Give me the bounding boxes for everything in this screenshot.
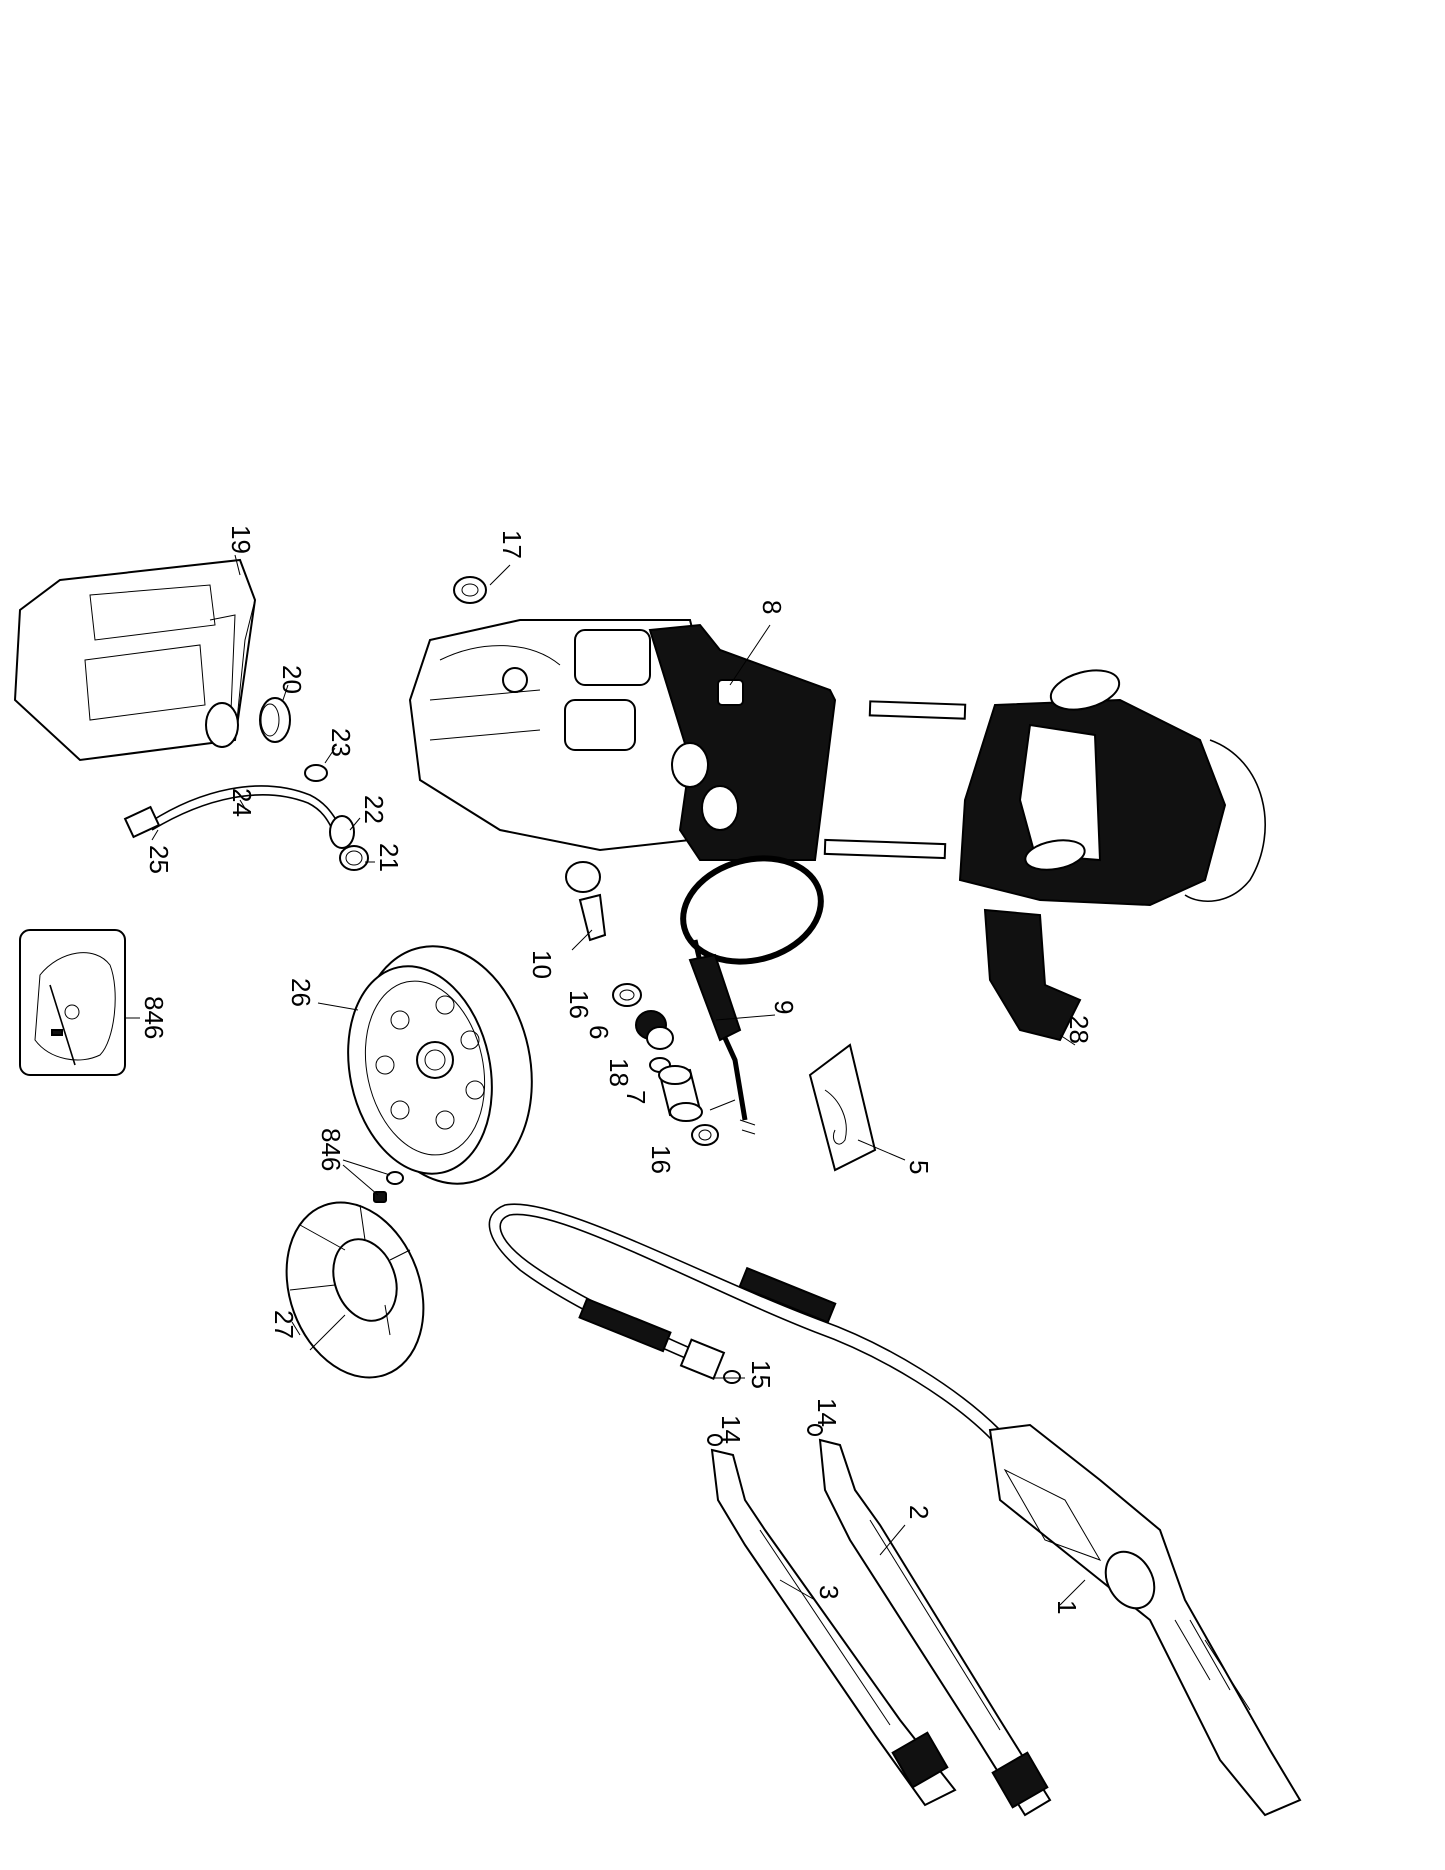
callout-14-lower: 14 — [716, 1415, 746, 1444]
callout-8: 8 — [757, 600, 787, 614]
part-7-coupler — [658, 1065, 703, 1122]
part-10-plug — [565, 861, 607, 942]
frame-rail-upper — [868, 700, 967, 720]
callout-5: 5 — [904, 1160, 934, 1174]
part-6-inlet-fitting — [635, 1010, 674, 1050]
callout-846-kit: 846 — [139, 996, 169, 1039]
callout-14-upper: 14 — [812, 1398, 842, 1427]
frame-rail-lower — [823, 838, 947, 860]
callout-2: 2 — [904, 1505, 934, 1519]
callout-17: 17 — [497, 530, 527, 559]
callout-15: 15 — [746, 1360, 776, 1389]
part-2-wand — [818, 1438, 1052, 1817]
part-16-washer-lower — [691, 1124, 719, 1146]
part-846-washer-nut — [373, 1171, 404, 1203]
callout-16-lower: 16 — [646, 1145, 676, 1174]
part-19-housing-cover — [13, 558, 257, 762]
callout-25: 25 — [144, 845, 174, 874]
callout-16-upper: 16 — [564, 990, 594, 1019]
callout-9: 9 — [769, 1000, 799, 1014]
callout-846-hardware: 846 — [316, 1128, 346, 1171]
callout-6: 6 — [584, 1025, 614, 1039]
callout-26: 26 — [286, 978, 316, 1007]
part-23-o-ring — [304, 764, 328, 782]
part-20-cap — [259, 697, 291, 743]
part-15-o-ring — [723, 1370, 741, 1384]
callout-22: 22 — [359, 795, 389, 824]
callout-27: 27 — [269, 1310, 299, 1339]
part-846-hardware-kit — [19, 929, 126, 1076]
leader-lines — [125, 554, 1086, 1606]
part-14-o-ring-b — [707, 1434, 723, 1446]
callout-28: 28 — [1064, 1015, 1094, 1044]
part-27-hub-cap — [285, 1201, 425, 1379]
callout-20: 20 — [277, 665, 307, 694]
part-3-wand — [710, 1448, 957, 1807]
callout-labels: 19 20 23 22 21 24 25 846 26 846 27 17 8 … — [139, 525, 1094, 1614]
part-14-o-ring-a — [807, 1424, 823, 1436]
handle-frame — [958, 669, 1266, 907]
callout-21: 21 — [374, 843, 404, 872]
callout-3: 3 — [814, 1585, 844, 1599]
main-motor-housing — [408, 619, 837, 861]
callout-10: 10 — [527, 950, 557, 979]
part-1-spray-gun — [988, 1423, 1302, 1817]
part-5-manual — [808, 1043, 877, 1172]
callout-7: 7 — [621, 1090, 651, 1104]
part-16-washer-upper — [612, 983, 642, 1007]
part-26-wheel — [347, 945, 533, 1185]
callout-19: 19 — [226, 525, 256, 554]
part-28-holder — [983, 908, 1082, 1042]
callout-23: 23 — [326, 728, 356, 757]
hose-assembly — [488, 1203, 1001, 1441]
callout-24: 24 — [227, 788, 257, 817]
callout-1: 1 — [1052, 1600, 1082, 1614]
part-17-grommet — [453, 576, 487, 604]
part-24-hose-assembly — [123, 785, 369, 871]
callout-18: 18 — [604, 1058, 634, 1087]
